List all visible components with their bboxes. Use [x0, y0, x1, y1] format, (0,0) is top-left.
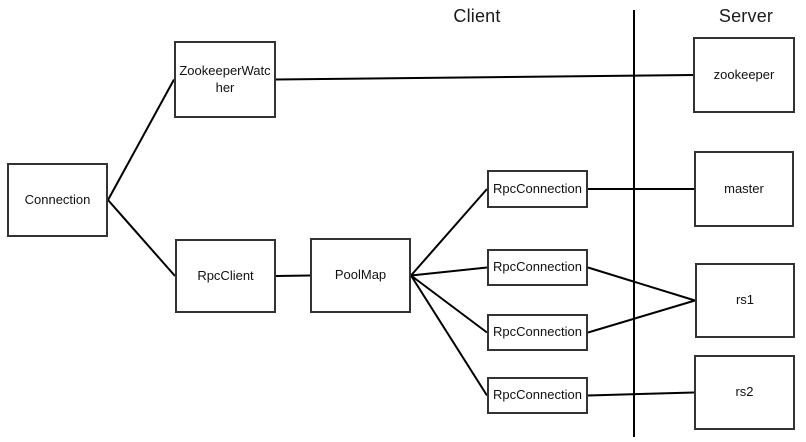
- node-master-server: master: [694, 151, 794, 227]
- edge-pool_map-to-rpc_connection_3: [410, 274, 488, 334]
- node-rpc-connection-3: RpcConnection: [487, 314, 588, 351]
- client-server-divider-line: [633, 10, 635, 437]
- edge-rpc_connection_2-to-rs1: [587, 266, 696, 302]
- edge-rpc_connection_3-to-rs1: [587, 299, 696, 334]
- edge-rpc_client-to-pool_map: [275, 274, 311, 277]
- node-rs1-server: rs1: [695, 263, 795, 338]
- server-section-header: Server: [718, 6, 774, 26]
- node-zookeeper-server: zookeeper: [693, 37, 795, 113]
- edge-pool_map-to-rpc_connection_2: [410, 266, 488, 277]
- edge-connection-to-zookeeper_watcher: [107, 79, 175, 201]
- edge-pool_map-to-rpc_connection_1: [410, 188, 488, 277]
- node-pool-map: PoolMap: [310, 238, 411, 313]
- edge-pool_map-to-rpc_connection_4: [410, 274, 488, 397]
- edge-zookeeper_watcher-to-zookeeper: [275, 74, 694, 81]
- node-rpc-client: RpcClient: [175, 239, 276, 313]
- node-connection: Connection: [7, 163, 108, 237]
- node-rpc-connection-4: RpcConnection: [487, 377, 588, 414]
- node-zookeeper-watcher: ZookeeperWatcher: [174, 41, 276, 118]
- edge-rpc_connection_4-to-rs2: [587, 391, 695, 397]
- node-rpc-connection-2: RpcConnection: [487, 249, 588, 286]
- edge-connection-to-rpc_client: [107, 199, 176, 277]
- client-section-header: Client: [453, 6, 501, 26]
- node-rs2-server: rs2: [694, 355, 795, 430]
- node-rpc-connection-1: RpcConnection: [487, 170, 588, 208]
